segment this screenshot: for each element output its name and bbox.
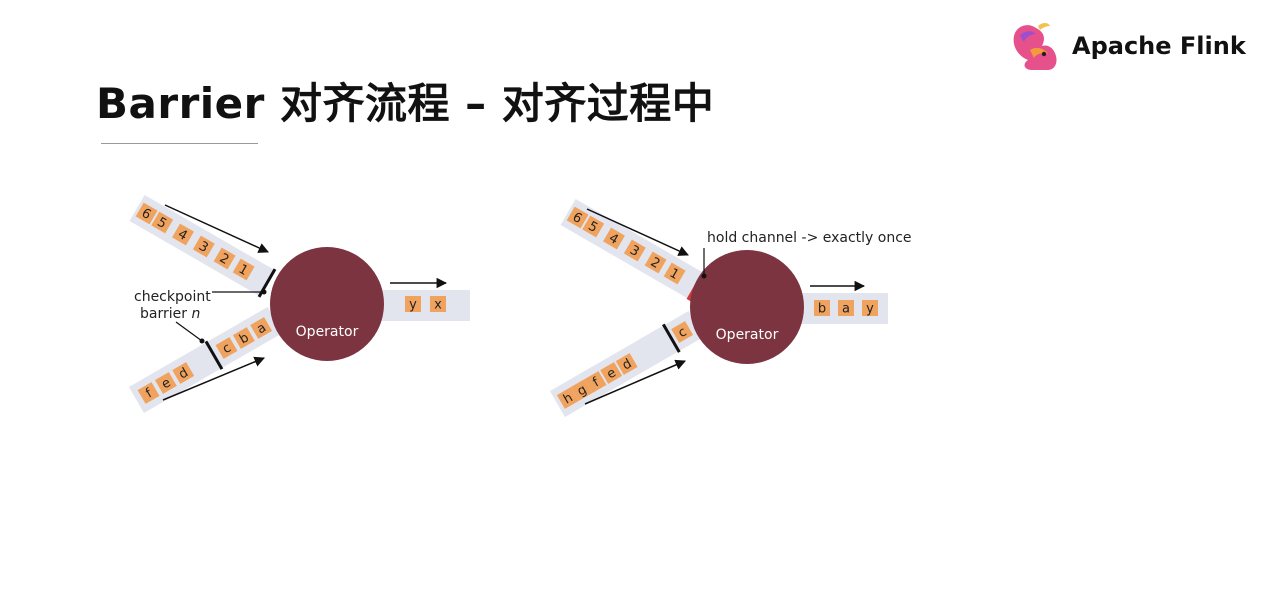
event-token xyxy=(135,202,158,225)
event-token xyxy=(154,372,177,394)
event-token xyxy=(663,262,686,285)
event-token xyxy=(137,382,160,404)
upper-flow-arrow xyxy=(586,208,689,256)
event-token xyxy=(623,239,646,262)
pointer-dot xyxy=(261,289,267,295)
event-token xyxy=(232,327,255,349)
event-token xyxy=(405,296,421,312)
event-token-label: b xyxy=(818,302,826,317)
checkpoint-barrier-bar xyxy=(662,323,681,353)
event-token xyxy=(582,215,605,238)
hold-channel-label: hold channel -> exactly once xyxy=(707,230,912,246)
checkpoint-label: checkpoint xyxy=(134,289,211,305)
barrier-label: barrier n xyxy=(140,306,200,322)
operator-node xyxy=(270,247,384,361)
pointer-line-lower xyxy=(175,321,203,342)
output-channel xyxy=(380,290,470,321)
operator-label: Operator xyxy=(716,327,779,343)
title-underline xyxy=(101,143,258,144)
event-token xyxy=(151,211,174,234)
event-token xyxy=(213,247,236,270)
event-token xyxy=(862,300,878,316)
event-token-label: x xyxy=(434,298,442,313)
event-token xyxy=(814,300,830,316)
event-token xyxy=(430,296,446,312)
checkpoint-barrier-bar xyxy=(204,340,224,370)
event-token xyxy=(172,362,195,384)
slide-title: Barrier 对齐流程 – 对齐过程中 xyxy=(96,79,715,128)
operator-label: Operator xyxy=(296,324,359,340)
event-token-label: f xyxy=(590,375,602,390)
event-token xyxy=(215,337,238,359)
event-token xyxy=(232,258,255,281)
event-token xyxy=(671,321,694,343)
event-token-label: a xyxy=(842,302,850,317)
event-token xyxy=(566,206,589,229)
pointer-dot xyxy=(199,338,205,344)
event-token xyxy=(600,362,623,384)
event-token-label: y xyxy=(866,302,874,317)
event-token xyxy=(556,387,579,409)
event-token xyxy=(615,353,638,375)
event-token-label: y xyxy=(409,298,417,313)
pointer-dot xyxy=(701,273,707,279)
event-token xyxy=(172,223,194,246)
operator-node xyxy=(690,250,804,364)
event-token xyxy=(584,371,607,393)
event-token-label: f xyxy=(143,386,155,401)
upper-flow-arrow xyxy=(164,204,269,253)
event-token xyxy=(192,235,215,258)
lower-flow-arrow xyxy=(584,359,686,405)
event-token xyxy=(603,227,625,250)
event-token xyxy=(644,251,667,274)
brand-name: Apache Flink xyxy=(1072,32,1246,60)
event-token xyxy=(250,317,273,339)
lower-flow-arrow xyxy=(162,356,265,401)
brand-logo: Apache Flink xyxy=(1008,20,1246,72)
event-token xyxy=(570,379,593,401)
event-token xyxy=(838,300,854,316)
squirrel-logo-icon xyxy=(1013,23,1057,70)
